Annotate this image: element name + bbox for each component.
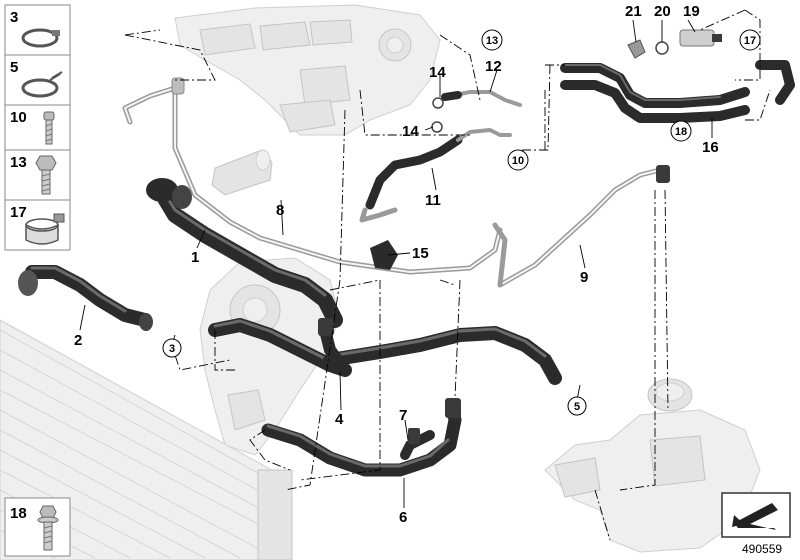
radiator-ghost	[0, 319, 293, 560]
legend-item-10	[4, 104, 71, 151]
callout-12: 12	[485, 58, 502, 75]
collar-screw-icon	[37, 505, 59, 551]
leader-lines	[79, 19, 713, 508]
callout-11: 11	[425, 192, 441, 209]
part-15	[370, 240, 398, 270]
callout-14-upper: 14	[429, 64, 446, 81]
legend-label-13: 13	[10, 154, 27, 171]
legend-label-3: 3	[10, 9, 18, 26]
bolt-icon	[43, 111, 55, 145]
callout-21: 21	[625, 3, 642, 20]
legend: 3 5 10 13 17	[4, 4, 71, 557]
callout-18-circle	[670, 120, 692, 142]
callout-3: 3	[169, 343, 175, 355]
callout-3-circle	[162, 338, 182, 358]
hose-2	[18, 265, 153, 331]
callout-9: 9	[580, 269, 588, 286]
orientation-box	[721, 492, 791, 538]
part-19-valve	[679, 29, 722, 47]
callout-17-circle	[739, 29, 761, 51]
hose-7	[400, 428, 435, 460]
direction-arrow-icon	[732, 503, 778, 530]
callout-5: 5	[574, 401, 580, 413]
callout-1: 1	[191, 249, 199, 266]
part-21-clip	[627, 39, 646, 59]
legend-label-5: 5	[10, 59, 18, 76]
hose-6	[261, 398, 462, 477]
callout-15: 15	[412, 245, 429, 262]
reference-number: 490559	[742, 542, 782, 556]
callout-10: 10	[512, 155, 524, 167]
callout-19: 19	[683, 3, 700, 20]
callout-17: 17	[744, 35, 756, 47]
part-20-ring	[655, 41, 669, 55]
callout-13: 13	[486, 35, 498, 47]
hose-clamp-icon	[21, 28, 60, 48]
hose-11	[359, 128, 512, 223]
callout-13-circle	[481, 29, 503, 51]
callout-16: 16	[702, 139, 719, 156]
water-pump-ghost	[199, 257, 341, 456]
engine-head-ghost	[174, 4, 441, 136]
callout-18: 18	[675, 126, 687, 138]
part-14-ring-a	[432, 97, 444, 109]
callout-7: 7	[399, 407, 407, 424]
hose-16	[560, 60, 795, 123]
legend-label-10: 10	[10, 109, 27, 126]
pipe-upper-left	[122, 77, 503, 275]
reference-lines	[124, 9, 771, 541]
hose-5	[323, 326, 562, 385]
part-14-ring-b	[431, 121, 443, 133]
hex-bolt-icon	[35, 155, 57, 195]
callout-5-circle	[567, 396, 587, 416]
callout-6: 6	[399, 509, 407, 526]
callout-4: 4	[335, 411, 344, 428]
callouts: 1 2 3 4 5 6 7 8 9 10 11 12 13 14 14 15 1…	[74, 3, 761, 526]
pipe-9	[492, 165, 670, 288]
expansion-tank-ghost	[544, 378, 761, 553]
legend-label-18: 18	[10, 505, 27, 522]
callout-8: 8	[276, 202, 284, 219]
legend-item-18	[4, 497, 71, 557]
callout-10-circle	[507, 149, 529, 171]
callout-2: 2	[74, 332, 82, 349]
legend-label-17: 17	[10, 204, 27, 221]
thermostat-ghost	[211, 149, 273, 196]
spring-clamp-icon	[21, 71, 63, 98]
callout-14-lower: 14	[402, 123, 419, 140]
pipe-12	[441, 90, 522, 107]
callout-20: 20	[654, 3, 671, 20]
legend-item-13	[4, 149, 71, 201]
band-clamp-icon	[25, 213, 65, 245]
hose-1	[146, 178, 343, 328]
